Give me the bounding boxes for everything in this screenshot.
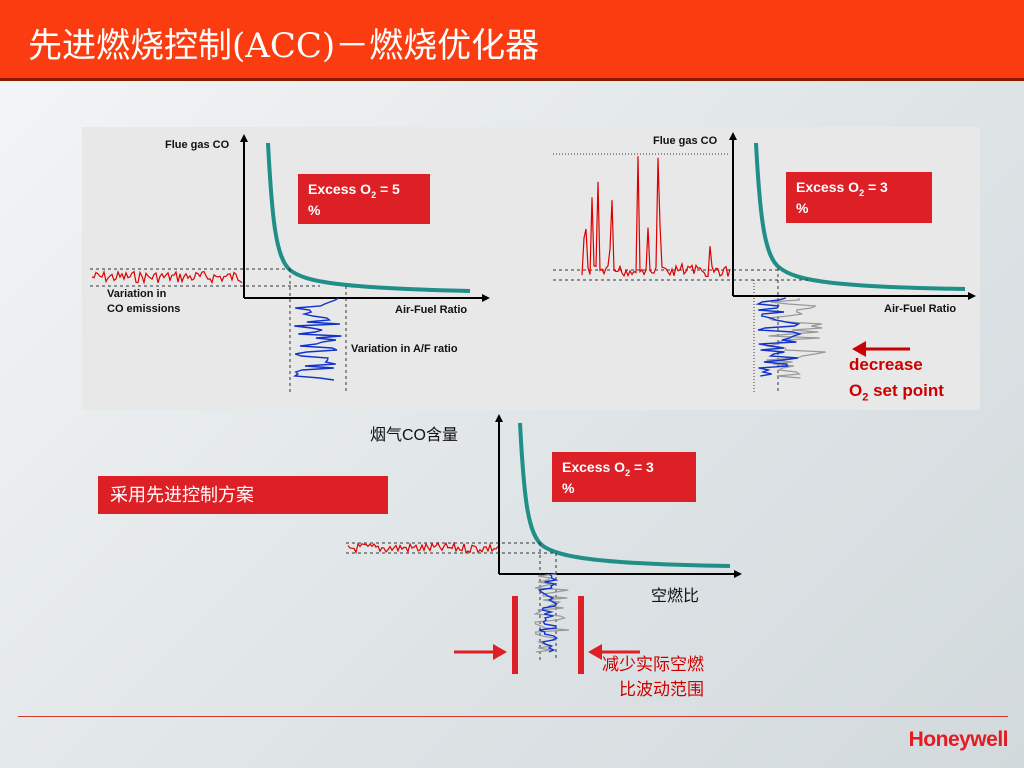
right-diagram: [553, 132, 976, 392]
bottom-excess-o2-callout: Excess O2 = 3 %: [552, 452, 696, 502]
bottom-x-axis-label: 空燃比: [651, 588, 700, 605]
right-co-curve: [754, 142, 966, 291]
left-diagram: [90, 134, 490, 392]
left-x-axis-label: Air-Fuel Ratio: [395, 304, 468, 316]
title-bar: 先进燃烧控制(ACC)－燃烧优化器: [0, 0, 1024, 78]
squeeze-bar-left: [512, 596, 518, 674]
decrease-o2-label: decrease O2 set point: [849, 355, 944, 403]
right-x-axis-label: Air-Fuel Ratio: [884, 303, 957, 315]
advanced-control-scheme-label: 采用先进控制方案: [98, 476, 388, 514]
left-excess-o2-callout: Excess O2 = 5 %: [298, 174, 430, 224]
reduce-af-range-note: 减少实际空燃比波动范围: [602, 655, 704, 699]
left-af-noise: [292, 297, 342, 381]
squeeze-arrow-right: [588, 644, 640, 660]
bottom-diagram: [346, 414, 742, 674]
right-excess-o2-callout: Excess O2 = 3 %: [786, 172, 932, 223]
title-underline: [0, 78, 1024, 81]
right-af-noise: [755, 297, 803, 377]
bottom-co-curve: [518, 422, 731, 568]
bottom-co-noise: [347, 541, 499, 555]
right-co-noise: [581, 156, 731, 278]
squeeze-bar-right: [578, 596, 584, 674]
right-af-noise-wide: [766, 297, 826, 379]
left-co-noise: [91, 269, 243, 285]
squeeze-arrow-left: [454, 644, 507, 660]
left-y-axis-label: Flue gas CO: [165, 139, 230, 151]
bottom-af-noise: [537, 573, 559, 653]
honeywell-logo: Honeywell: [908, 728, 1009, 751]
bottom-y-axis-label: 烟气CO含量: [370, 427, 459, 444]
page-title: 先进燃烧控制(ACC)－燃烧优化器: [28, 26, 540, 66]
decrease-arrow: [852, 341, 910, 357]
left-af-variation-label: Variation in A/F ratio: [351, 343, 458, 355]
footer-rule: [18, 716, 1008, 717]
right-y-axis-label: Flue gas CO: [653, 135, 718, 147]
